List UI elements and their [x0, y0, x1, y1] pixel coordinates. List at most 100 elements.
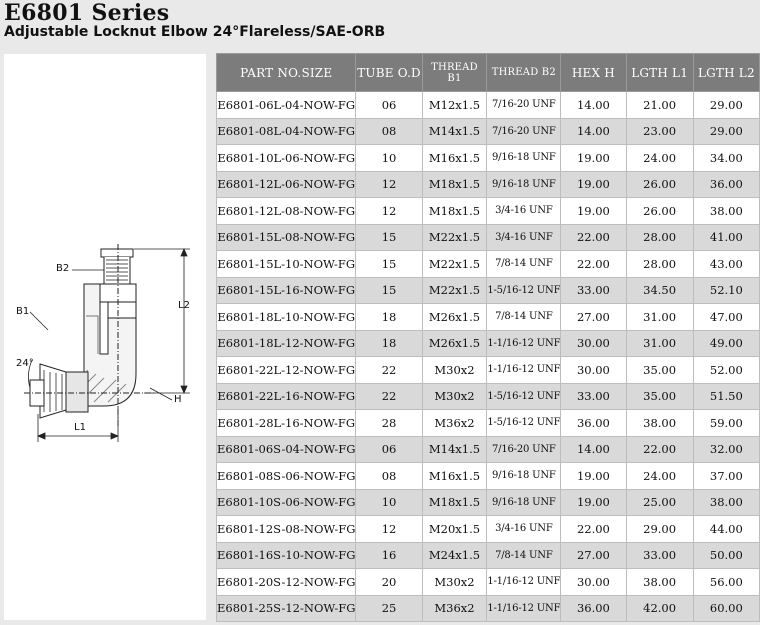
- table-cell: 37.00: [692, 462, 760, 490]
- label-b2: B2: [56, 263, 70, 274]
- table-cell: 24.00: [625, 144, 694, 172]
- table-cell: 35.00: [625, 382, 694, 410]
- table-cell: M22x1.5: [421, 250, 488, 278]
- table-cell: 42.00: [625, 594, 694, 622]
- column-header: THREAD B1: [421, 53, 488, 92]
- table-cell: 9/16-18 UNF: [486, 144, 562, 172]
- table-cell: 36.00: [692, 170, 760, 198]
- table-cell: 36.00: [560, 409, 627, 437]
- table-cell: 36.00: [560, 594, 627, 622]
- table-cell: M30x2: [421, 568, 488, 596]
- table-cell: 21.00: [625, 91, 694, 119]
- table-cell: 10: [355, 488, 423, 516]
- label-l2: L2: [178, 300, 190, 311]
- table-cell: M22x1.5: [421, 223, 488, 251]
- series-title: E6801 Series: [4, 0, 170, 26]
- table-cell: 30.00: [560, 356, 627, 384]
- table-cell: 19.00: [560, 197, 627, 225]
- table-cell: 31.00: [625, 303, 694, 331]
- table-cell: 15: [355, 276, 423, 304]
- table-cell: E6801-15L-08-NOW-FG: [215, 223, 357, 251]
- column-header: HEX H: [560, 53, 627, 92]
- table-cell: M30x2: [421, 382, 488, 410]
- table-cell: 22: [355, 356, 423, 384]
- table-cell: 41.00: [692, 223, 760, 251]
- table-cell: M18x1.5: [421, 197, 488, 225]
- table-cell: 9/16-18 UNF: [486, 462, 562, 490]
- table-cell: M26x1.5: [421, 329, 488, 357]
- table-cell: M30x2: [421, 356, 488, 384]
- table-cell: 1-1/16-12 UNF: [486, 568, 562, 596]
- table-cell: E6801-25S-12-NOW-FG: [215, 594, 357, 622]
- table-cell: 30.00: [560, 329, 627, 357]
- series-subtitle: Adjustable Locknut Elbow 24°Flareless/SA…: [4, 24, 386, 40]
- table-cell: 29.00: [625, 515, 694, 543]
- table-cell: E6801-15L-10-NOW-FG: [215, 250, 357, 278]
- table-cell: 51.50: [692, 382, 760, 410]
- label-h: H: [174, 394, 182, 405]
- table-cell: 27.00: [560, 541, 627, 569]
- table-cell: 12: [355, 170, 423, 198]
- table-cell: 38.00: [625, 568, 694, 596]
- column-header: LGTH L1: [625, 53, 694, 92]
- table-cell: 12: [355, 515, 423, 543]
- table-cell: 28.00: [625, 223, 694, 251]
- table-cell: 38.00: [625, 409, 694, 437]
- table-cell: 18: [355, 329, 423, 357]
- table-cell: 22.00: [560, 515, 627, 543]
- table-cell: M14x1.5: [421, 435, 488, 463]
- table-cell: 49.00: [692, 329, 760, 357]
- table-cell: 22.00: [560, 250, 627, 278]
- table-cell: 06: [355, 91, 423, 119]
- table-cell: 25: [355, 594, 423, 622]
- table-cell: 52.10: [692, 276, 760, 304]
- table-cell: E6801-08S-06-NOW-FG: [215, 462, 357, 490]
- table-cell: 32.00: [692, 435, 760, 463]
- table-cell: E6801-22L-12-NOW-FG: [215, 356, 357, 384]
- table-cell: E6801-12L-06-NOW-FG: [215, 170, 357, 198]
- table-cell: E6801-18L-10-NOW-FG: [215, 303, 357, 331]
- table-cell: 15: [355, 223, 423, 251]
- table-cell: M26x1.5: [421, 303, 488, 331]
- table-cell: M16x1.5: [421, 144, 488, 172]
- table-cell: 33.00: [560, 276, 627, 304]
- table-cell: E6801-22L-16-NOW-FG: [215, 382, 357, 410]
- table-cell: 29.00: [692, 91, 760, 119]
- table-cell: M22x1.5: [421, 276, 488, 304]
- table-cell: 43.00: [692, 250, 760, 278]
- table-cell: E6801-12S-08-NOW-FG: [215, 515, 357, 543]
- table-cell: 23.00: [625, 117, 694, 145]
- table-cell: 3/4-16 UNF: [486, 515, 562, 543]
- table-cell: 19.00: [560, 144, 627, 172]
- table-cell: 7/8-14 UNF: [486, 303, 562, 331]
- table-cell: 34.00: [692, 144, 760, 172]
- table-cell: 19.00: [560, 462, 627, 490]
- table-cell: 08: [355, 462, 423, 490]
- table-cell: 9/16-18 UNF: [486, 488, 562, 516]
- table-cell: 15: [355, 250, 423, 278]
- column-header: THREAD B2: [486, 53, 562, 92]
- table-cell: 31.00: [625, 329, 694, 357]
- table-cell: 59.00: [692, 409, 760, 437]
- table-cell: M12x1.5: [421, 91, 488, 119]
- table-cell: 26.00: [625, 170, 694, 198]
- table-cell: 10: [355, 144, 423, 172]
- table-cell: 22: [355, 382, 423, 410]
- table-cell: M36x2: [421, 594, 488, 622]
- column-header: PART NO.SIZE: [215, 53, 357, 92]
- table-cell: 20: [355, 568, 423, 596]
- table-cell: E6801-20S-12-NOW-FG: [215, 568, 357, 596]
- table-cell: E6801-10L-06-NOW-FG: [215, 144, 357, 172]
- table-cell: 25.00: [625, 488, 694, 516]
